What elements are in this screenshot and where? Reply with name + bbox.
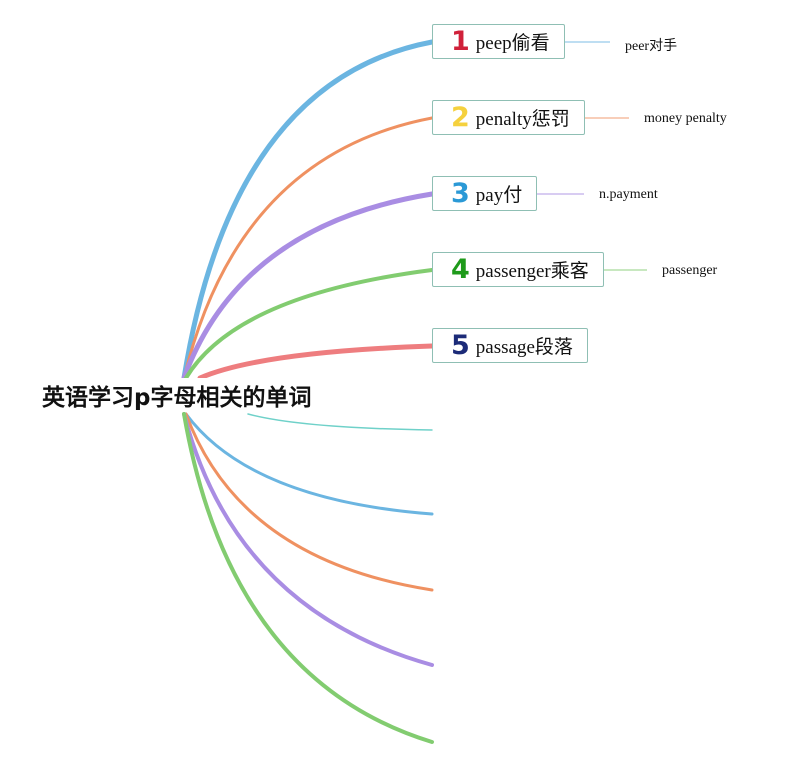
number-badge-1: 1 (451, 26, 470, 57)
number-badge-3: 3 (451, 178, 470, 209)
branch-connector-4 (184, 268, 434, 380)
topic-label-1: peep偷看 (475, 33, 550, 54)
topic-node-5[interactable]: 5 passage段落 (432, 328, 588, 363)
central-topic[interactable]: 英语学习p字母相关的单词 (40, 378, 314, 412)
subtopic-note-1[interactable]: peer对手 (625, 39, 678, 54)
branch-connector-2 (182, 116, 434, 380)
branch-connector-5 (197, 343, 435, 381)
empty-branch-connector-3 (184, 412, 434, 592)
empty-branch-connector-4 (182, 412, 434, 667)
number-badge-5: 5 (451, 330, 470, 361)
number-badge-4: 4 (451, 254, 470, 285)
topic-label-5: passage段落 (475, 337, 573, 358)
subtopic-note-4[interactable]: passenger (662, 263, 718, 278)
empty-branch-connector-1 (247, 413, 433, 431)
empty-branch-connector-5 (182, 412, 434, 744)
topic-label-3: pay付 (475, 185, 523, 206)
topic-node-2[interactable]: 2 penalty惩罚 (432, 100, 585, 135)
topic-node-3[interactable]: 3 pay付 (432, 176, 538, 211)
topic-label-4: passenger乘客 (475, 261, 589, 282)
branch-connector-1 (181, 39, 435, 381)
branch-connector-3 (181, 191, 435, 381)
number-badge-2: 2 (451, 102, 470, 133)
topic-node-1[interactable]: 1 peep偷看 (432, 24, 565, 59)
topic-label-2: penalty惩罚 (475, 109, 570, 130)
subtopic-note-2[interactable]: money penalty (644, 111, 727, 126)
empty-branch-connector-2 (184, 412, 434, 516)
topic-node-4[interactable]: 4 passenger乘客 (432, 252, 604, 287)
subtopic-note-3[interactable]: n.payment (599, 187, 658, 202)
